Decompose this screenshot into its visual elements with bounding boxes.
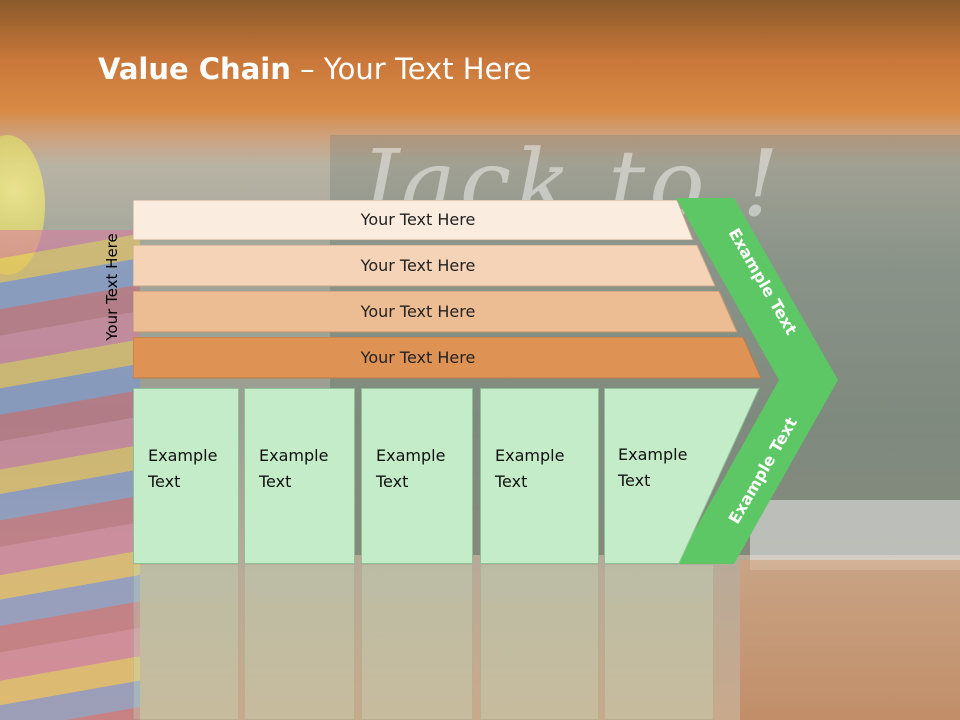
activity-box-3-line1: Example: [376, 446, 446, 465]
activity-box-3-line2: Text: [376, 472, 409, 491]
activity-box-4-line2: Text: [495, 472, 528, 491]
bar-1-shape: [133, 200, 694, 240]
slide-title: Value Chain – Your Text Here: [98, 52, 532, 86]
activity-box-5-line1: Example: [618, 445, 688, 464]
activity-box-1-line2: Text: [148, 472, 181, 491]
bar-3-label: Your Text Here: [360, 302, 476, 321]
reflection-box-2: [244, 565, 355, 720]
bar-2-label: Your Text Here: [360, 256, 476, 275]
activity-box-5: Example Text: [604, 388, 714, 564]
activity-box-3: Example Text: [361, 388, 473, 564]
activity-box-2-line1: Example: [259, 446, 329, 465]
side-label: Your Text Here: [103, 233, 121, 341]
activity-box-1-line1: Example: [148, 446, 218, 465]
bar-3-shape: [133, 291, 738, 333]
reflection-box-4: [480, 565, 599, 720]
activity-box-2-line2: Text: [259, 472, 292, 491]
diagram-reflection: [133, 565, 773, 720]
activity-box-4-line1: Example: [495, 446, 565, 465]
bar-2-shape: [133, 245, 716, 287]
reflection-box-1: [133, 565, 239, 720]
background-books: [0, 230, 140, 720]
background-chalk-tray: [750, 500, 960, 570]
activity-box-5-line2: Text: [618, 471, 651, 490]
reflection-box-3: [361, 565, 473, 720]
reflection-box-5: [604, 565, 714, 720]
bar-4-shape: [133, 337, 762, 379]
background-desk: [740, 560, 960, 720]
activity-box-1: Example Text: [133, 388, 239, 564]
activity-box-2: Example Text: [244, 388, 355, 564]
bar-1-label: Your Text Here: [360, 210, 476, 229]
bar-4-label: Your Text Here: [360, 348, 476, 367]
activity-box-5-shape: [604, 388, 760, 564]
title-rest: – Your Text Here: [290, 52, 532, 86]
title-bold: Value Chain: [98, 52, 291, 86]
value-chain-chevron: [676, 198, 838, 564]
activity-box-4: Example Text: [480, 388, 599, 564]
